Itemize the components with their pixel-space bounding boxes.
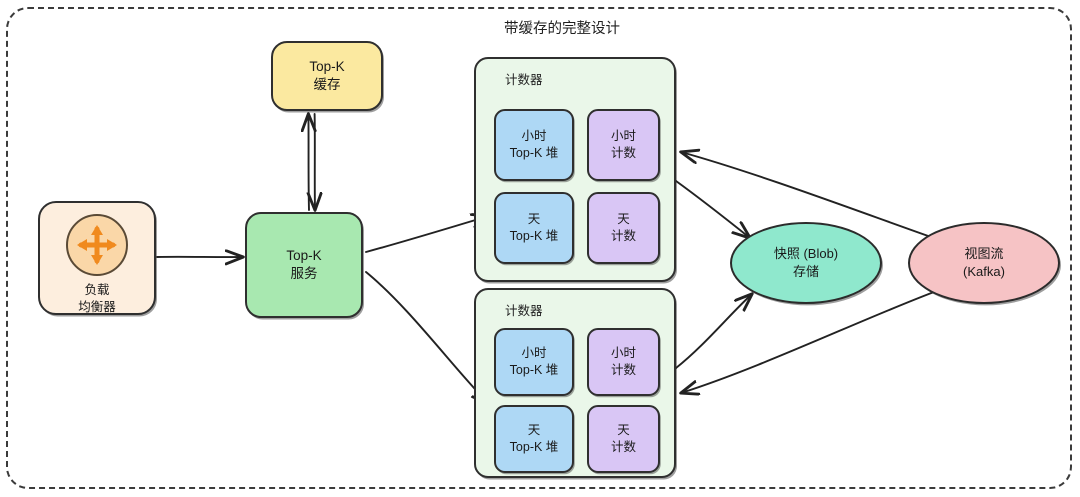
load-balancer-label-1: 负载 xyxy=(84,283,110,297)
cell-label-1: 小时 xyxy=(521,346,547,361)
load-balancer-node[interactable]: 负载 均衡器 xyxy=(38,201,156,315)
cell-label-2: 计数 xyxy=(610,363,636,377)
top-k-service-label-2: 服务 xyxy=(290,266,318,281)
cell-label-1: 天 xyxy=(527,423,541,438)
cell-label-1: 小时 xyxy=(610,346,636,361)
counter-1-day-topk-heap[interactable]: 天 Top-K 堆 xyxy=(494,192,574,264)
cell-label-2: Top-K 堆 xyxy=(509,440,559,454)
top-k-cache-label-1: Top-K xyxy=(309,59,345,75)
top-k-cache-node[interactable]: Top-K 缓存 xyxy=(271,41,383,111)
cell-label-2: Top-K 堆 xyxy=(509,146,559,160)
top-k-service-node[interactable]: Top-K 服务 xyxy=(245,212,363,318)
snapshot-label-2: 存储 xyxy=(792,264,819,279)
counter-2-hour-topk-heap[interactable]: 小时 Top-K 堆 xyxy=(494,328,574,396)
counter-2-day-topk-heap[interactable]: 天 Top-K 堆 xyxy=(494,405,574,473)
top-k-service-label-1: Top-K xyxy=(286,248,322,264)
top-k-cache-label-2: 缓存 xyxy=(313,77,341,92)
cell-label-2: Top-K 堆 xyxy=(509,363,559,377)
snapshot-blob-storage-node[interactable]: 快照 (Blob) 存储 xyxy=(730,222,882,304)
cell-label-1: 天 xyxy=(617,212,630,227)
cell-label-2: 计数 xyxy=(610,146,636,160)
counter-2-hour-count[interactable]: 小时 计数 xyxy=(587,328,660,396)
page-title: 带缓存的完整设计 xyxy=(504,21,620,37)
cell-label-2: Top-K 堆 xyxy=(509,229,559,243)
counter-1-day-count[interactable]: 天 计数 xyxy=(587,192,660,264)
kafka-label-1: 视图流 xyxy=(964,246,1004,262)
counter-container-2[interactable]: 计数器 小时 Top-K 堆 小时 计数 天 Top-K 堆 天 计数 xyxy=(474,288,676,478)
snapshot-label-1: 快照 (Blob) xyxy=(773,246,839,262)
counter-container-1[interactable]: 计数器 小时 Top-K 堆 小时 计数 天 Top-K 堆 天 计数 xyxy=(474,57,676,282)
outer-dashed-frame xyxy=(6,7,1072,489)
cell-label-1: 天 xyxy=(527,212,541,227)
four-way-arrow-icon xyxy=(66,214,128,276)
kafka-label-2: (Kafka) xyxy=(963,264,1005,279)
cell-label-2: 计数 xyxy=(610,229,636,243)
counter-1-hour-count[interactable]: 小时 计数 xyxy=(587,109,660,181)
cell-label-1: 天 xyxy=(617,423,630,438)
counter-2-title: 计数器 xyxy=(505,304,543,318)
view-stream-kafka-node[interactable]: 视图流 (Kafka) xyxy=(908,222,1060,304)
load-balancer-label-2: 均衡器 xyxy=(78,299,116,314)
cell-label-1: 小时 xyxy=(610,129,636,144)
cell-label-2: 计数 xyxy=(610,440,636,454)
counter-2-day-count[interactable]: 天 计数 xyxy=(587,405,660,473)
cell-label-1: 小时 xyxy=(521,129,547,144)
counter-1-hour-topk-heap[interactable]: 小时 Top-K 堆 xyxy=(494,109,574,181)
counter-1-title: 计数器 xyxy=(505,73,543,87)
